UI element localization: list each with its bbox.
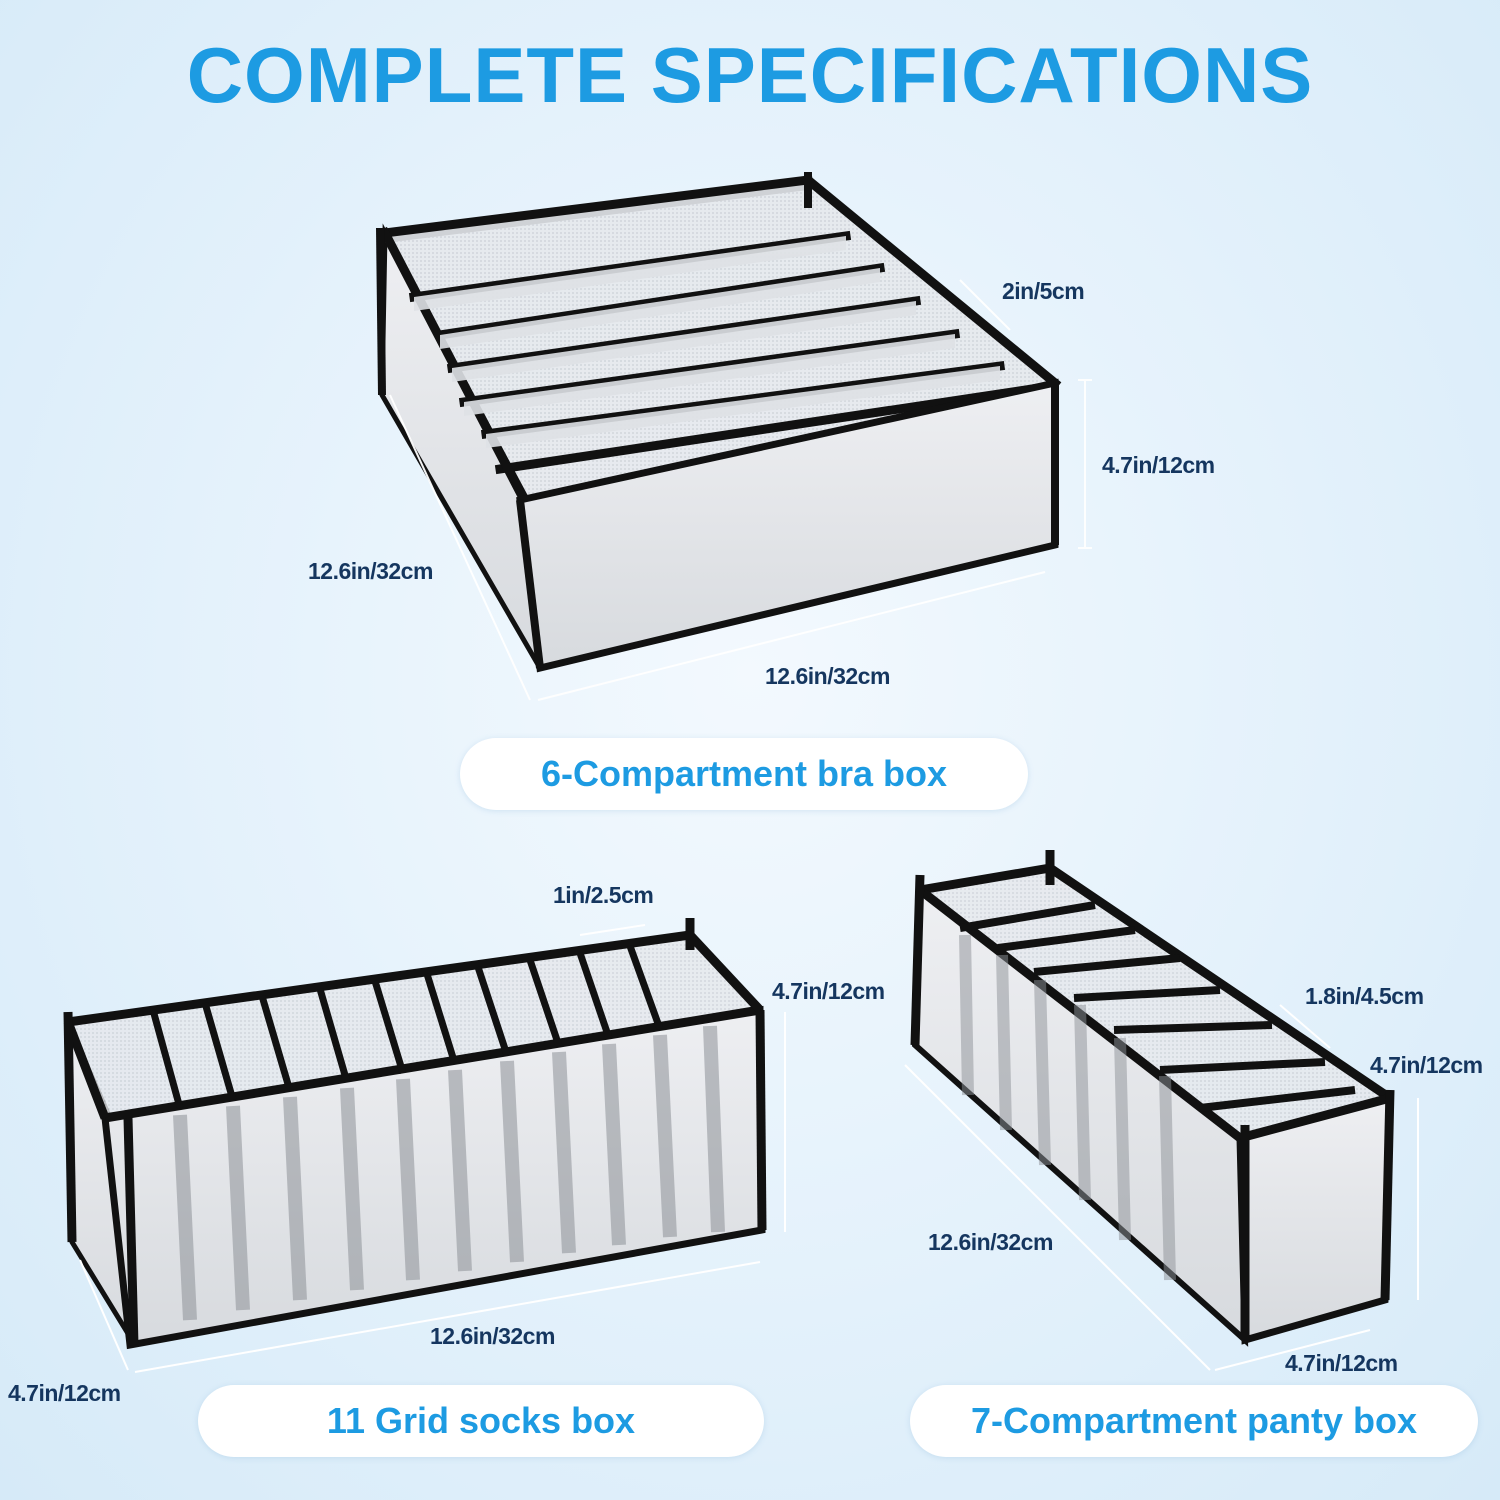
bra-divider-dimension: 2in/5cm [1002, 278, 1085, 304]
socks-height-dimension: 4.7in/12cm [772, 978, 885, 1004]
bra-height-dimension: 4.7in/12cm [1102, 452, 1215, 478]
panty-height-dimension: 4.7in/12cm [1370, 1052, 1483, 1078]
panty-length-dimension: 12.6in/32cm [928, 1229, 1053, 1255]
bra-box-label: 6-Compartment bra box [460, 738, 1028, 810]
socks-cell-dimension: 1in/2.5cm [553, 882, 654, 908]
panty-cell-dimension: 1.8in/4.5cm [1305, 983, 1424, 1009]
panty-width-dimension: 4.7in/12cm [1285, 1350, 1398, 1376]
page-title: COMPLETE SPECIFICATIONS [186, 31, 1314, 119]
socks-box-image [63, 918, 786, 1373]
panty-box-label: 7-Compartment panty box [910, 1385, 1478, 1457]
socks-box-label: 11 Grid socks box [198, 1385, 764, 1457]
bra-depth-dimension: 12.6in/32cm [308, 558, 433, 584]
bra-box-image [376, 172, 1092, 701]
bra-width-dimension: 12.6in/32cm [765, 663, 890, 689]
panty-box-image [904, 850, 1419, 1371]
socks-depth-dimension: 4.7in/12cm [8, 1380, 121, 1406]
socks-width-dimension: 12.6in/32cm [430, 1323, 555, 1349]
